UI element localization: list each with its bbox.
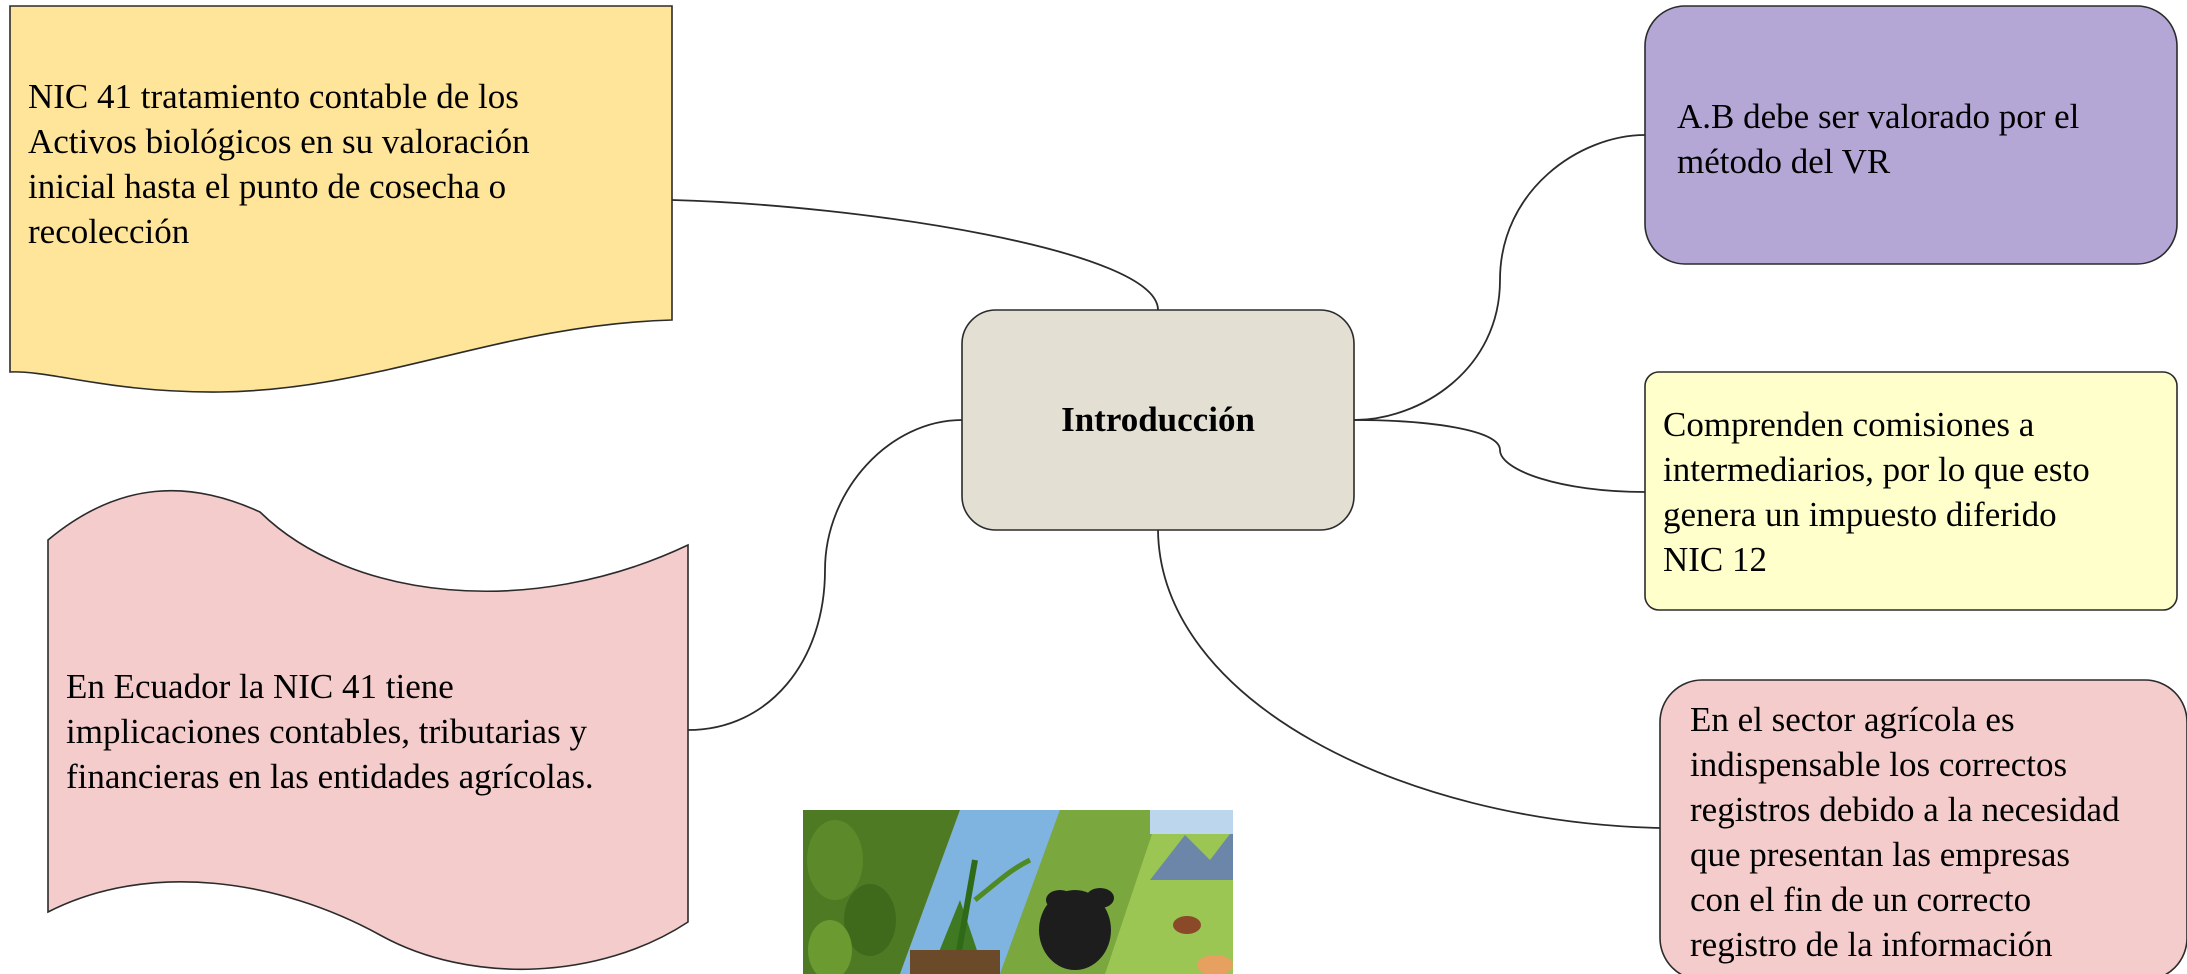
sector-node-text: En el sector agrícola es indispensable l… xyxy=(1690,700,2120,964)
connector-nic41 xyxy=(671,199,1159,311)
vr-node-box xyxy=(1644,5,2178,265)
connector-ecuador xyxy=(687,419,963,731)
comisiones-node-box xyxy=(1644,371,2178,611)
vr-node-text: A.B debe ser valorado por el método del … xyxy=(1677,97,2080,181)
connector-vr xyxy=(1353,134,1646,421)
ecuador-wave-shape xyxy=(47,489,689,971)
center-node-box xyxy=(961,309,1355,531)
agriculture-photo-collage xyxy=(803,810,1233,974)
sector-node-box xyxy=(1659,679,2187,974)
nic41-node-text: NIC 41 tratamiento contable de los Activ… xyxy=(28,77,530,251)
center-node-label: Introducción xyxy=(1061,400,1255,439)
connector-comisiones xyxy=(1353,419,1646,493)
nic41-document-shape xyxy=(9,5,673,393)
comisiones-node-text: Comprenden comisiones a intermediarios, … xyxy=(1663,405,2090,579)
connector-sector xyxy=(1157,529,1661,829)
ecuador-node-text: En Ecuador la NIC 41 tiene implicaciones… xyxy=(66,667,594,796)
